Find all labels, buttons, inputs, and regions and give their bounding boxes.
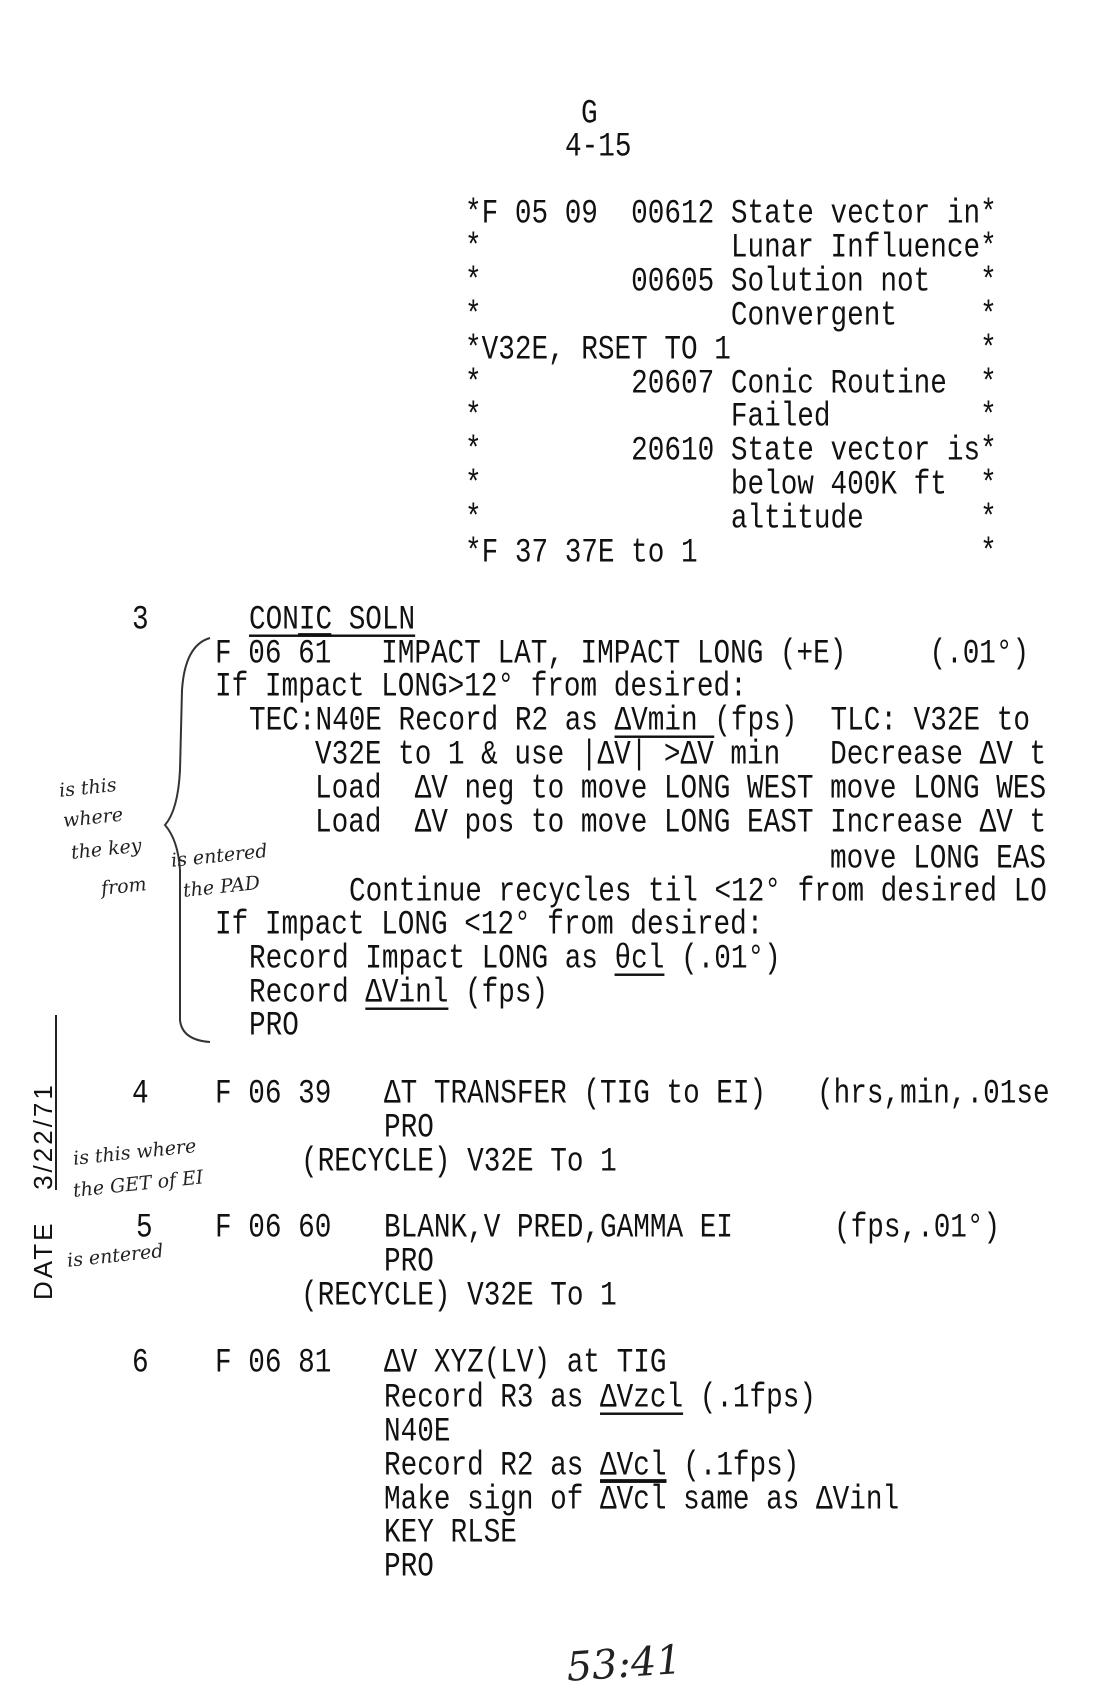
record-line: Record R2 as ΔVcl (.1fps) <box>384 1450 799 1484</box>
noun-overlined: 61 <box>298 635 332 674</box>
text: Record Impact LONG as <box>249 940 615 979</box>
f-code: F 06 <box>215 635 299 674</box>
condition-line: If Impact LONG>12° from desired: <box>215 668 747 707</box>
display-desc: ΔT TRANSFER (TIG to EI) <box>384 1075 767 1114</box>
pro-line: PRO <box>384 1243 434 1282</box>
text: Make sign of <box>384 1481 600 1520</box>
recycle-line: (RECYCLE) V32E To 1 <box>301 1143 617 1182</box>
record-line: Record R3 as ΔVzcl (.1fps) <box>384 1382 816 1416</box>
error-block-line: * Convergent * <box>465 297 997 336</box>
date-label: DATE <box>28 1220 58 1300</box>
display-desc: BLANK,V PRED,GAMMA EI <box>384 1209 733 1248</box>
instruction-line: KEY RLSE <box>384 1514 517 1553</box>
error-block-line: * altitude * <box>465 500 997 539</box>
text: same as ΔVinl <box>666 1481 900 1520</box>
tec-line: TEC:N40E Record R2 as ΔVmin (fps) TLC: V… <box>249 705 1030 739</box>
instruction-line: V32E to 1 & use |ΔV| >ΔV min Decrease ΔV… <box>315 739 1046 773</box>
error-block-line: *V32E, RSET TO 1 * <box>465 331 997 369</box>
handwritten-word: is this <box>58 773 118 802</box>
record-field: ΔVinl <box>365 974 449 1013</box>
pro-line: PRO <box>249 1007 299 1046</box>
text: V32E to 1 & use <box>315 736 581 775</box>
handwritten-line: is this where <box>72 1135 198 1170</box>
handwritten-word: the key <box>70 834 143 864</box>
text: Record R2 as <box>384 1447 600 1486</box>
error-block-line: * 00605 Solution not * <box>465 263 997 302</box>
instruction-line: Load ΔV pos to move LONG EAST Increase Δ… <box>315 804 1047 843</box>
record-field: ΔVmin <box>614 702 715 741</box>
handwritten-line: the GET of EI <box>72 1166 205 1202</box>
step-number: 4 <box>132 1075 149 1114</box>
text: (.1fps) <box>666 1447 800 1486</box>
text: (fps) TLC: V32E to <box>714 702 1030 741</box>
instruction-line: N40E <box>384 1413 451 1452</box>
step-number: 5 <box>136 1209 153 1248</box>
abs-value: |ΔV| <box>580 736 648 775</box>
display-desc: IMPACT LAT, IMPACT LONG (+E) (.01°) <box>331 635 1030 674</box>
step-number: 6 <box>132 1344 149 1383</box>
text: >ΔV min Decrease ΔV t <box>647 736 1047 775</box>
instruction-line: Make sign of ΔVcl same as ΔVinl <box>384 1484 899 1518</box>
instruction-line: move LONG EAS <box>830 840 1046 879</box>
step-number: 3 <box>132 601 149 640</box>
instruction-line: Continue recycles til <12° from desired … <box>349 873 1047 912</box>
handwritten-brace <box>163 637 211 1043</box>
pro-line: PRO <box>384 1548 434 1587</box>
section-letter: G <box>581 95 598 134</box>
f-code: F 06 60 <box>215 1209 332 1248</box>
handwritten-word: from <box>100 873 148 900</box>
display-desc: ΔV XYZ(LV) at TIG <box>384 1344 667 1383</box>
display-line: F 06 61 IMPACT LAT, IMPACT LONG (+E) (.0… <box>215 638 1029 672</box>
f-code: F 06 39 <box>215 1075 332 1114</box>
text: Record <box>249 974 366 1013</box>
record-field: ΔVcl <box>600 1447 667 1486</box>
step-title: CONIC SOLN <box>249 601 416 640</box>
error-block-line: *F 05 09 00612 State vector in* <box>465 195 997 234</box>
stamp-rule <box>55 1015 57 1190</box>
error-block-line: * Failed * <box>465 398 997 437</box>
record-field: θcl <box>614 940 665 979</box>
text: (fps) <box>448 974 549 1013</box>
error-block-line: * 20610 State vector is* <box>465 432 997 471</box>
error-block-line: * below 400K ft * <box>465 466 997 505</box>
page-number: 4-15 <box>565 128 632 167</box>
condition-line: If Impact LONG <12° from desired: <box>215 906 764 945</box>
f-code: F 06 81 <box>215 1344 332 1383</box>
handwritten-word: where <box>62 803 125 832</box>
display-units: (hrs,min,.01se <box>817 1075 1050 1114</box>
display-units: (fps,.01°) <box>834 1209 1001 1248</box>
error-block-line: * Lunar Influence* <box>465 229 997 268</box>
recycle-line: (RECYCLE) V32E To 1 <box>301 1277 617 1316</box>
text: (.01°) <box>664 940 781 979</box>
error-block-line: *F 37 37E to 1 * <box>465 534 997 573</box>
handwritten-line: is entered <box>66 1239 165 1272</box>
text: TEC:N40E Record R2 as <box>249 702 615 741</box>
text: (.1fps) <box>683 1379 816 1418</box>
instruction-line: Load ΔV neg to move LONG WEST move LONG … <box>315 770 1047 809</box>
handwritten-page-number: 53:41 <box>565 1636 684 1691</box>
text: Record R3 as <box>384 1379 600 1418</box>
record-line: Record ΔVinl (fps) <box>249 977 548 1011</box>
record-field: ΔVcl <box>600 1481 667 1520</box>
error-block-line: * 20607 Conic Routine * <box>465 365 997 403</box>
record-line: Record Impact LONG as θcl (.01°) <box>249 943 781 977</box>
date-value: 3/22/71 <box>28 1082 58 1190</box>
pro-line: PRO <box>384 1109 434 1148</box>
record-field: ΔVzcl <box>600 1379 684 1418</box>
